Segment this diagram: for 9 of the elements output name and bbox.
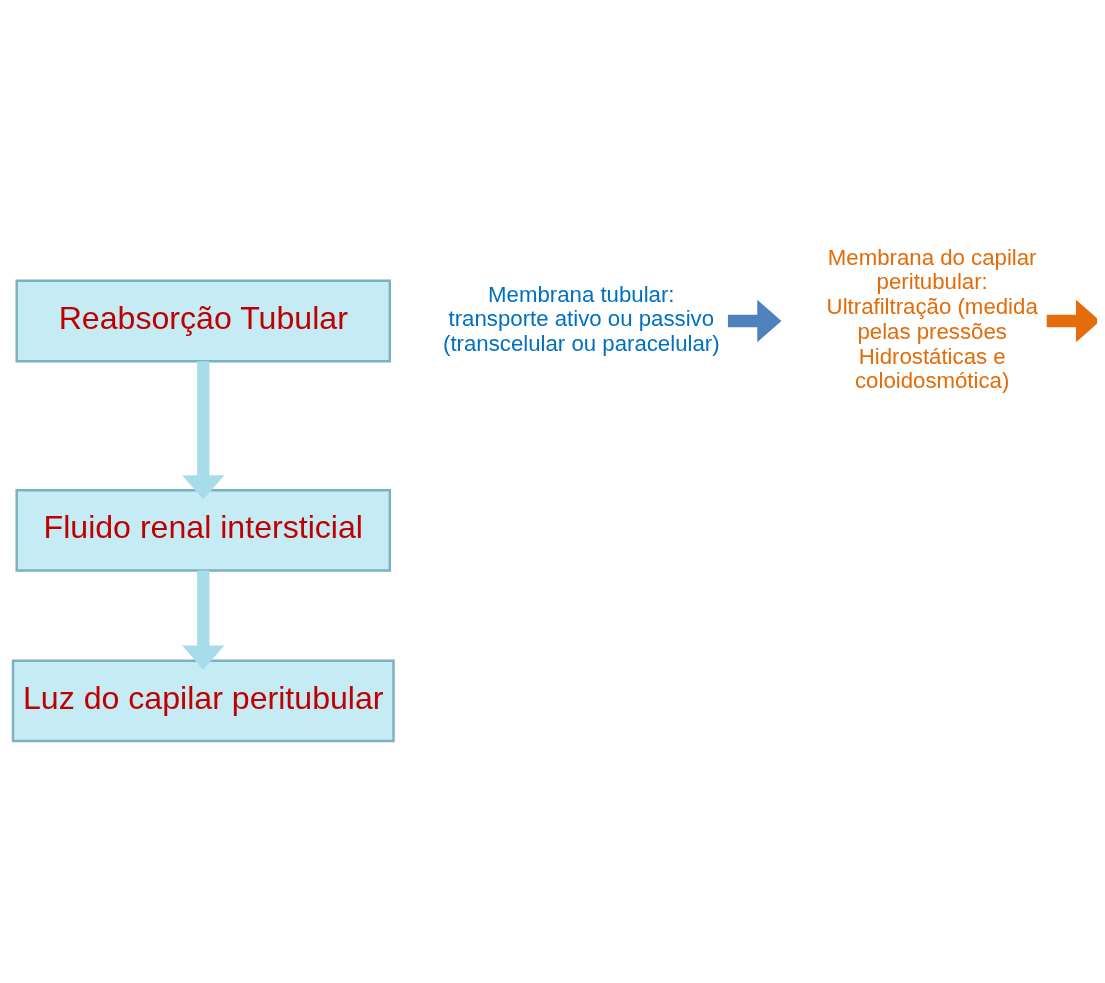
node-box: Fluido renal intersticial	[15, 489, 392, 572]
node-text: Membrana tubular: transporte ativo ou passivo (transcelular ou paracelular)	[442, 281, 720, 357]
node-text: Membrana do capilar peritubular: Ultrafiltração (medida pelas pressões Hidrostáticas e coloidosmótica)	[826, 244, 1038, 394]
arrow	[182, 361, 225, 500]
arrow	[727, 299, 782, 343]
node-box: Reabsorção Tubular	[15, 279, 392, 363]
node-box: Luz do capilar peritubular	[11, 659, 395, 743]
arrow	[1046, 299, 1097, 343]
arrow	[182, 570, 225, 670]
